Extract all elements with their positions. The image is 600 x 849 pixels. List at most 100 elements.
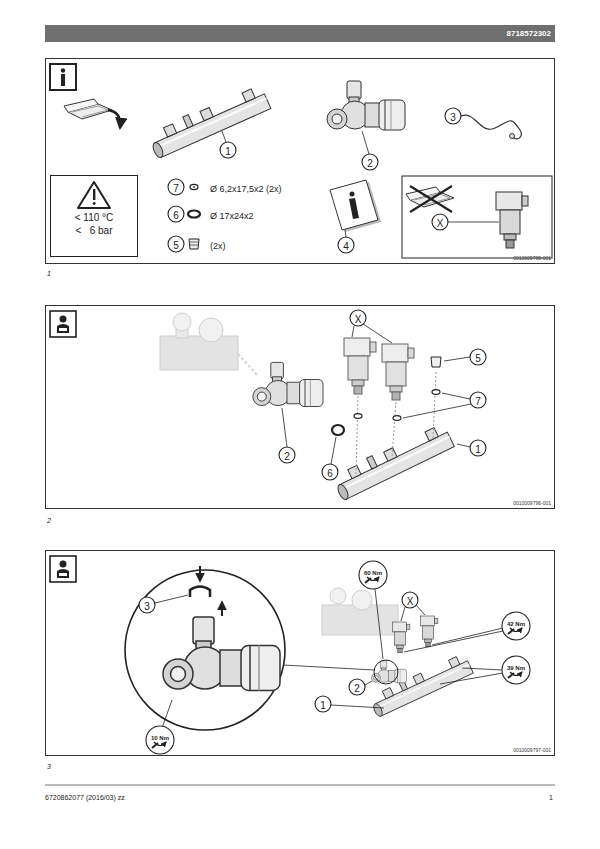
leader-line bbox=[444, 357, 470, 361]
callout-circle bbox=[350, 310, 366, 326]
leader-line bbox=[448, 222, 499, 223]
callout-number: X bbox=[407, 592, 414, 608]
header-band: 8718572302 bbox=[45, 25, 555, 42]
torque-value: 60 Nm bbox=[364, 570, 382, 576]
spec-text: (2x) bbox=[210, 236, 226, 252]
callout-number: 2 bbox=[367, 154, 373, 170]
callout-number: 3 bbox=[450, 113, 456, 123]
plug-part bbox=[189, 239, 199, 249]
panel-three-art bbox=[50, 556, 503, 730]
document-code: 6720862077 (2016/03) zz bbox=[45, 787, 125, 803]
sensor-parts bbox=[344, 338, 414, 400]
footer-rule bbox=[45, 785, 555, 786]
washer-large bbox=[188, 211, 200, 218]
callout-number: 7 bbox=[475, 392, 481, 408]
leader-line bbox=[162, 700, 172, 728]
callout-number: 7 bbox=[173, 179, 179, 195]
torque-badge bbox=[502, 612, 530, 640]
wrench-symbol bbox=[152, 743, 158, 748]
unpack-arrow bbox=[108, 110, 120, 128]
spec-text: Ø 17x24x2 bbox=[210, 206, 254, 222]
boiler-ghost bbox=[160, 313, 258, 376]
installer-icon bbox=[50, 556, 76, 582]
figure-code: 0010009795-001 bbox=[513, 256, 551, 261]
spec-text: Ø 17x24x2 bbox=[210, 212, 254, 221]
torque-value: 10 Nm bbox=[151, 727, 169, 743]
valve-part bbox=[327, 81, 405, 130]
torque-badge bbox=[359, 561, 387, 589]
callout-number: 1 bbox=[320, 696, 326, 712]
torque-badge bbox=[502, 656, 530, 684]
spec-text: (2x) bbox=[210, 242, 226, 251]
leader-line bbox=[432, 628, 503, 645]
torque-value: 10 Nm bbox=[151, 735, 169, 741]
figure-panel: 0010009797-001 bbox=[45, 550, 555, 756]
washer-small bbox=[432, 390, 440, 395]
page-number: 1 bbox=[549, 794, 553, 801]
leader-line bbox=[457, 444, 470, 447]
boiler-ghost bbox=[322, 588, 398, 635]
valve-part bbox=[163, 617, 280, 691]
callout-number: 4 bbox=[343, 237, 349, 253]
callout-number: 7 bbox=[173, 184, 179, 194]
torque-value: 39 Nm bbox=[507, 665, 525, 671]
wrench-symbol bbox=[365, 578, 371, 583]
torque-value: 39 Nm bbox=[507, 657, 525, 673]
warning-box: < 110 °C< 6 bar bbox=[50, 175, 138, 257]
callout-number: 2 bbox=[354, 684, 360, 694]
washer-small bbox=[354, 414, 362, 419]
figure-number: 1 bbox=[47, 263, 51, 279]
callout-number: 5 bbox=[173, 241, 179, 251]
figure-code: 0010009796-001 bbox=[513, 501, 551, 506]
callout-number: 6 bbox=[173, 206, 179, 222]
callout-circle bbox=[470, 440, 486, 456]
sensor-part bbox=[496, 192, 528, 248]
push-arrow bbox=[221, 602, 223, 616]
leader-line bbox=[331, 437, 336, 464]
callout-number: 1 bbox=[225, 147, 231, 157]
callout-circle bbox=[402, 592, 418, 608]
leader-line bbox=[403, 404, 471, 418]
callout-number: 6 bbox=[327, 464, 333, 480]
callout-circle bbox=[168, 179, 184, 195]
callout-number: 6 bbox=[327, 469, 333, 479]
callout-circle bbox=[322, 464, 338, 480]
assembly-axis bbox=[356, 372, 436, 476]
leader-line bbox=[462, 668, 503, 670]
callout-number: X bbox=[355, 315, 362, 325]
limit-value: < 110 °C bbox=[75, 211, 114, 224]
plug-part bbox=[431, 357, 441, 367]
document-code: 6720862077 (2016/03) zz bbox=[45, 794, 125, 801]
manifold-pipe bbox=[146, 83, 271, 159]
torque-badge bbox=[146, 726, 174, 754]
leader-line bbox=[345, 230, 346, 237]
leader-line bbox=[440, 673, 503, 684]
callout-number: 1 bbox=[320, 701, 326, 711]
clip-part bbox=[190, 587, 210, 598]
washer-small bbox=[393, 416, 401, 421]
washer-large bbox=[332, 425, 344, 435]
limit-value: < 6 bar bbox=[76, 224, 113, 237]
spec-text: Ø 6,2x17,5x2 (2x) bbox=[210, 185, 282, 194]
callout-circle bbox=[349, 679, 365, 695]
detail-circle bbox=[374, 660, 398, 684]
figure-number: 2 bbox=[47, 517, 51, 524]
clip-wire bbox=[461, 115, 521, 139]
callout-number: X bbox=[407, 597, 414, 607]
sensor-part bbox=[420, 616, 438, 647]
push-arrow bbox=[199, 566, 201, 581]
warning-symbol bbox=[78, 182, 110, 208]
leader-line bbox=[416, 605, 425, 615]
figure-number: 3 bbox=[47, 756, 51, 772]
leader-line bbox=[365, 681, 372, 685]
callout-circle bbox=[220, 142, 236, 158]
callout-circle bbox=[470, 349, 486, 365]
leader-line bbox=[282, 408, 287, 447]
panel-one-art bbox=[50, 64, 552, 258]
sensor-part bbox=[392, 622, 410, 653]
leader-line bbox=[375, 589, 383, 659]
callout-number: 2 bbox=[367, 159, 373, 169]
not-included-box bbox=[402, 176, 552, 258]
leader-line bbox=[222, 131, 226, 142]
leader-line bbox=[362, 131, 369, 154]
